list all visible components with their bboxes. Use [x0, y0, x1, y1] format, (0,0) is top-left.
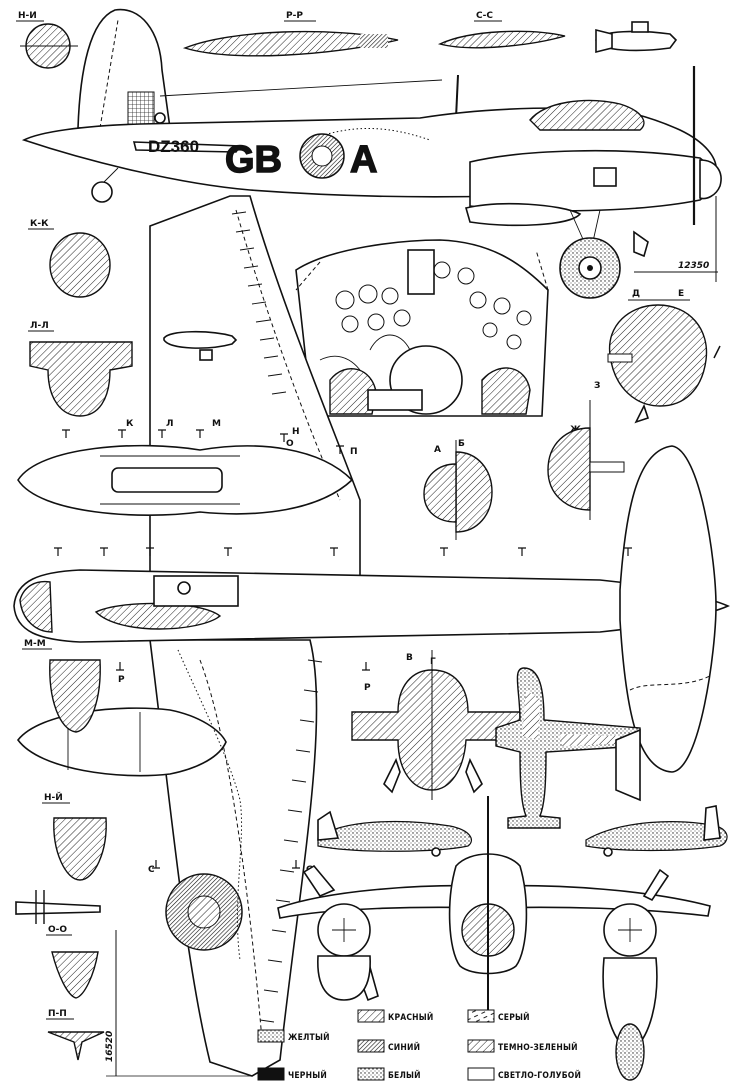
plan-label-m: М	[212, 419, 221, 429]
section-d-e: Д Е	[607, 289, 721, 424]
section-label-z: З	[594, 381, 600, 391]
plan-label-o: О	[286, 439, 294, 449]
section-label-a: А	[434, 445, 441, 455]
section-n-i: Н-И	[16, 11, 78, 69]
legend-label-black: ЧЕРНЫЙ	[288, 1069, 327, 1081]
plan-label-l: Л	[166, 419, 173, 429]
section-label-s-s: С-С	[476, 11, 493, 21]
legend-label-yellow: ЖЕЛТЫЙ	[288, 1031, 330, 1043]
canopy	[529, 99, 645, 131]
drop-tank	[595, 21, 678, 54]
legend-swatch-red	[357, 1009, 385, 1023]
small-side-view-1	[317, 810, 472, 857]
legend-swatch-blue	[357, 1039, 385, 1053]
legend-label-dark-green: ТЕМНО-ЗЕЛЕНЫЙ	[498, 1041, 578, 1053]
plan-view: К Л М Н О П С С Р Р	[13, 195, 730, 1077]
color-legend: ЖЕЛТЫЙ ЧЕРНЫЙ КРАСНЫЙ СИНИЙ БЕЛЫЙ СЕРЫЙ …	[257, 1009, 581, 1081]
section-label-r-r: Р-Р	[286, 11, 303, 21]
port-wing	[149, 639, 318, 1077]
section-label-o-o: О-О	[48, 925, 67, 935]
length-value: 12350	[678, 261, 709, 271]
plan-label-n: Н	[292, 427, 300, 437]
port-nacelle	[16, 707, 227, 777]
squadron-code: GB	[225, 139, 282, 181]
section-a-b: А Б	[423, 439, 493, 540]
section-label-p-p: П-П	[48, 1009, 67, 1019]
section-label-l-l: Л-Л	[30, 321, 49, 331]
length-dimension: 12350	[634, 196, 718, 282]
legend-label-white: БЕЛЫЙ	[388, 1069, 421, 1081]
legend-label-light-blue: СВЕТЛО-ГОЛУБОЙ	[498, 1069, 581, 1081]
section-z-zh: З Ж	[547, 381, 625, 520]
small-drop-tank	[163, 330, 238, 361]
tail-fin	[77, 8, 171, 129]
legend-label-red: КРАСНЫЙ	[388, 1011, 434, 1023]
section-k-k: К-К	[28, 219, 111, 298]
plan-label-k: К	[126, 419, 134, 429]
plan-label-p: П	[350, 447, 358, 457]
plan-label-r-left: Р	[118, 675, 125, 685]
legend-swatch-light-blue	[467, 1067, 495, 1081]
span-value: 16520	[105, 1031, 115, 1062]
section-label-n-i: Н-И	[18, 11, 37, 21]
section-label-d: Д	[632, 289, 640, 299]
section-label-v: В	[406, 653, 413, 663]
aircraft-serial: DZ360	[148, 137, 199, 156]
section-m-m: М-М	[22, 639, 101, 733]
aircraft-letter: A	[350, 139, 377, 181]
section-l-l: Л-Л	[28, 321, 133, 417]
radiator-fairing	[465, 202, 582, 227]
rudder-trim-panel	[127, 91, 155, 125]
section-label-b: Б	[458, 439, 465, 449]
section-r-r: Р-Р	[182, 11, 399, 57]
section-label-m-m: М-М	[24, 639, 46, 649]
legend-swatch-dark-green	[467, 1039, 495, 1053]
engine-nacelle-side	[469, 149, 713, 212]
plan-label-r-right: Р	[364, 683, 371, 693]
section-o-o: О-О	[46, 925, 99, 999]
section-label-n-y: Н-Й	[44, 791, 63, 803]
tail-wheel	[91, 181, 113, 203]
section-n-y: Н-Й	[42, 791, 107, 881]
legend-swatch-yellow	[257, 1029, 285, 1043]
front-view	[277, 796, 711, 1081]
legend-swatch-grey	[467, 1009, 495, 1023]
section-label-g: Г	[430, 657, 436, 667]
aerial-mast	[15, 890, 101, 924]
section-p-p: П-П	[46, 1009, 105, 1061]
tailplane-plan	[619, 445, 717, 773]
section-label-k-k: К-К	[30, 219, 49, 229]
span-dimension: 16520	[105, 930, 252, 1077]
section-v-g: В Г	[351, 650, 521, 800]
cockpit-interior	[295, 239, 549, 417]
section-label-e: Е	[678, 289, 684, 299]
small-side-view-2	[585, 805, 728, 857]
plan-label-s-left: С	[148, 865, 155, 875]
section-s-s: С-С	[437, 11, 566, 49]
legend-swatch-white	[357, 1067, 385, 1081]
side-view: DZ360 GB A	[21, 8, 722, 299]
legend-label-blue: СИНИЙ	[388, 1041, 420, 1053]
legend-label-grey: СЕРЫЙ	[498, 1011, 530, 1023]
legend-swatch-black	[257, 1067, 285, 1081]
camouflage-plan-view	[495, 667, 641, 829]
